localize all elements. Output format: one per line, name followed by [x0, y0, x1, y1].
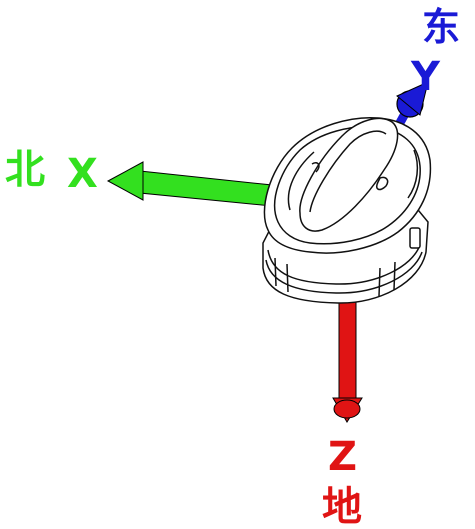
device-ridge [299, 117, 399, 232]
x-axis-direction-label: 北 [5, 147, 45, 193]
z-axis-arrow [332, 297, 363, 423]
y-axis-direction-label: 东 [422, 5, 460, 49]
x-axis-arrow [106, 161, 273, 207]
z-axis-direction-label: 地 [322, 484, 362, 529]
z-axis-letter-label: Z [328, 434, 357, 480]
x-axis-letter-label: X [67, 151, 98, 197]
sensor-device [262, 116, 432, 304]
y-axis-letter-label: Y [410, 54, 441, 100]
